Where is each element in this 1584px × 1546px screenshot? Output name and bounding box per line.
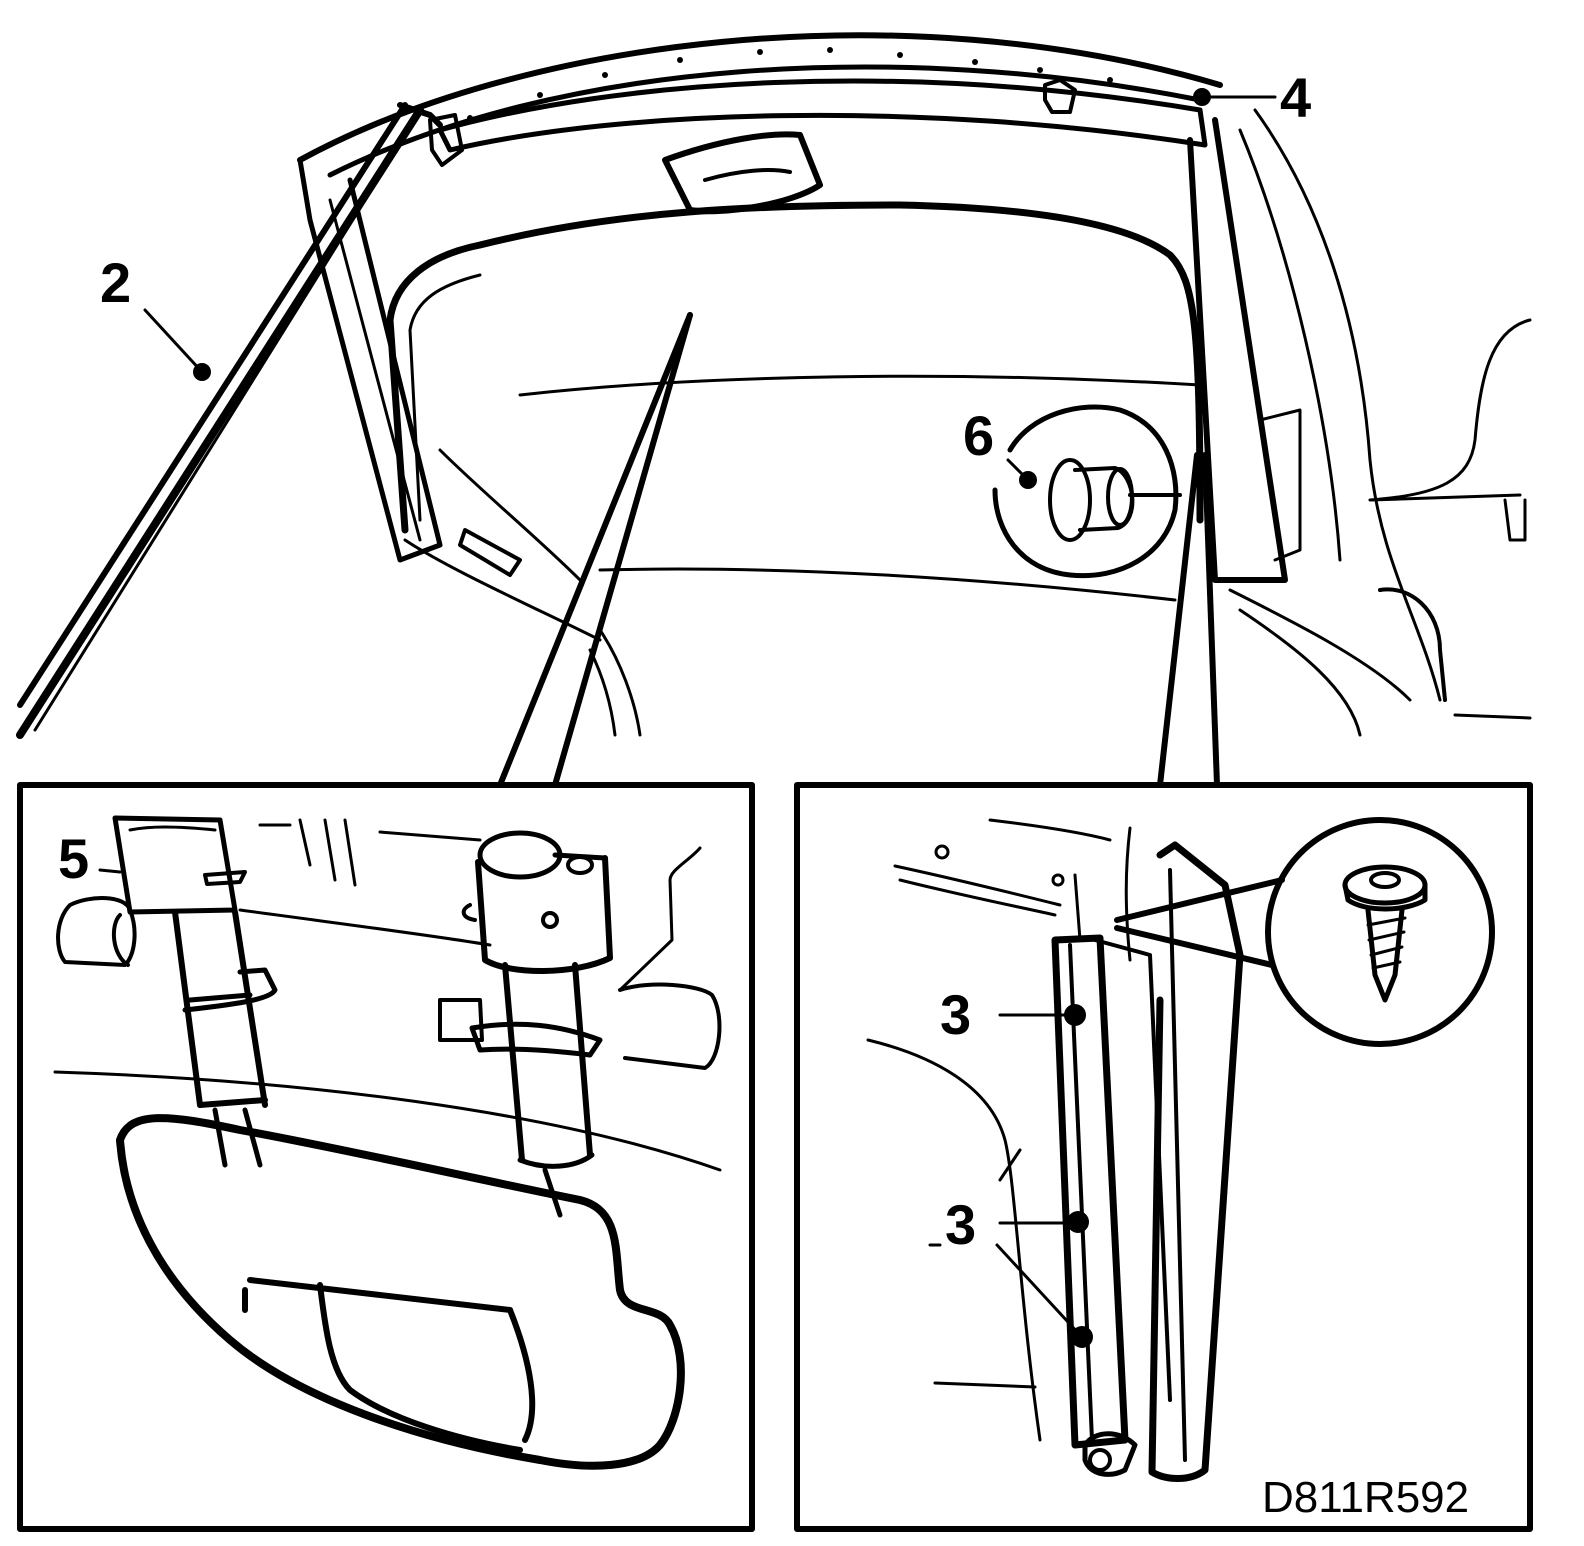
callout-3-lower: 3 [945, 1193, 976, 1256]
inset-right-trim-detail [794, 782, 1533, 1532]
callout-3-upper: 3 [940, 983, 971, 1046]
rivet-dots [467, 47, 1113, 121]
figure-code: D811R592 [1262, 1473, 1469, 1522]
main-view [16, 32, 1532, 788]
callout-4: 4 [1280, 66, 1311, 129]
inset-left-handle-detail [17, 782, 755, 1532]
callout-6: 6 [963, 404, 994, 467]
detail-6-grommet [992, 404, 1182, 579]
callout-5: 5 [58, 827, 89, 890]
screw-detail [1114, 817, 1495, 1047]
callout-leaders [98, 88, 1277, 874]
callout-2: 2 [100, 251, 131, 314]
